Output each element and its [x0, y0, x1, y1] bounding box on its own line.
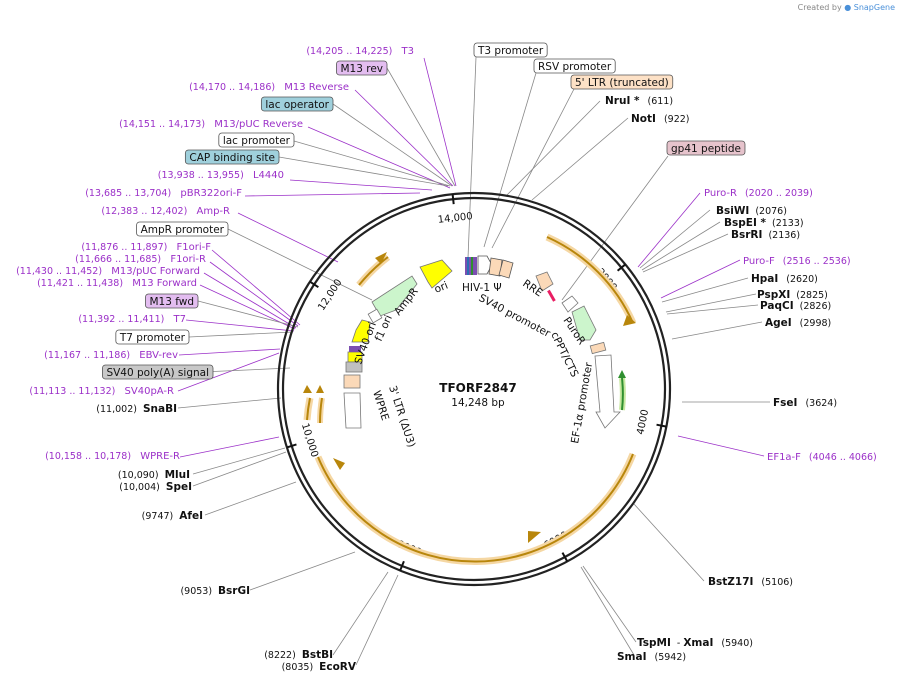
- ruler-label: 4000: [635, 409, 651, 436]
- plasmid-backbone: [276, 191, 672, 587]
- wpre-block: [343, 392, 362, 429]
- right-site-labels: NruI *(611) NotI(922) BsiWI(2076) BspEI …: [605, 95, 837, 663]
- svg-text:5' LTR (truncated): 5' LTR (truncated): [575, 77, 669, 89]
- svg-text:M13 fwd: M13 fwd: [149, 296, 194, 308]
- ruler-tick: [656, 423, 667, 428]
- primer-puro-r: Puro-R(2020 .. 2039): [704, 188, 813, 199]
- primer-ef1a-f: EF1a-F(4046 .. 4066): [767, 452, 877, 463]
- feature-glyphs: [343, 255, 621, 429]
- feature-box-lac-operator: lac operator: [260, 96, 334, 112]
- site-paqci: PaqCI(2826): [760, 300, 831, 312]
- primer-puro-f: Puro-F(2516 .. 2536): [743, 256, 851, 267]
- svg-text:M13 rev: M13 rev: [340, 63, 383, 75]
- primer-t3: (14,205 .. 14,225) T3: [306, 46, 414, 57]
- snapgene-credit: Created by ● SnapGene: [797, 3, 895, 12]
- ruler-label: 10,000: [299, 422, 320, 459]
- primer-m13-forward: (11,421 .. 11,438) M13 Forward: [37, 278, 197, 289]
- ruler-tick: [616, 263, 626, 272]
- left-primer-labels: (14,205 .. 14,225) T3 (14,170 .. 14,186)…: [16, 46, 414, 462]
- ruler-tick: [286, 443, 297, 449]
- feature-box-sv40-poly-a-signal: SV40 poly(A) signal: [102, 364, 214, 380]
- site-mlui: (10,090)MluI: [118, 469, 190, 481]
- feature-box-lac-promoter: lac promoter: [218, 132, 295, 148]
- feature-ori: ori: [433, 280, 450, 296]
- snapgene-logo-icon: ●: [844, 3, 852, 12]
- site-afei: (9747)AfeI: [142, 510, 203, 522]
- primer-pbr322ori-f: (13,685 .. 13,704) pBR322ori-F: [85, 188, 242, 199]
- plasmid-size: 14,248 bp: [451, 397, 505, 409]
- feature-wpre: WPRE: [370, 389, 391, 422]
- primer-m13-reverse: (14,170 .. 14,186) M13 Reverse: [189, 82, 349, 93]
- svg-text:T7 promoter: T7 promoter: [119, 332, 186, 344]
- ruler-tick: [561, 552, 569, 562]
- f1-ori-arrow: [351, 319, 371, 343]
- svg-text:AmpR promoter: AmpR promoter: [141, 224, 225, 236]
- rre-block: [535, 271, 554, 292]
- feature-hiv-psi: HIV-1 Ψ: [462, 282, 502, 294]
- ori-arrow: [419, 259, 453, 289]
- site-smai: SmaI(5942): [617, 651, 686, 663]
- primer-m13-puc-reverse: (14,151 .. 14,173) M13/pUC Reverse: [119, 119, 303, 130]
- site-tspmi-xmai: TspMI-XmaI(5940): [637, 637, 753, 649]
- feature-box-t3-promoter: T3 promoter: [473, 42, 548, 58]
- svg-text:SV40 poly(A) signal: SV40 poly(A) signal: [106, 367, 209, 379]
- svg-text:RSV promoter: RSV promoter: [538, 61, 612, 73]
- right-primer-labels: Puro-R(2020 .. 2039) Puro-F(2516 .. 2536…: [704, 188, 877, 463]
- site-bsrgi: (9053)BsrGI: [180, 585, 250, 597]
- ruler-label: 14,000: [437, 211, 473, 226]
- ruler-tick: [309, 280, 319, 288]
- primer-ebv-rev: (11,167 .. 11,186) EBV-rev: [44, 350, 178, 361]
- orf-arrowheads: [303, 252, 636, 543]
- site-noti: NotI(922): [631, 113, 689, 125]
- ruler-tick: [399, 560, 405, 571]
- site-agei: AgeI(2998): [765, 317, 831, 329]
- feature-box-cap-binding-site: CAP binding site: [184, 149, 280, 165]
- feature-sv40-promoter: SV40 promoter: [477, 292, 553, 340]
- primer-sv40pa-r: (11,113 .. 11,132) SV40pA-R: [29, 386, 174, 397]
- primer-f1ori-r: (11,666 .. 11,685) F1ori-R: [75, 254, 206, 265]
- site-bstz17i: BstZ17I(5106): [708, 576, 793, 588]
- orf-arcs: [303, 233, 637, 566]
- site-fsei: FseI(3624): [773, 397, 837, 409]
- primer-f1ori-f: (11,876 .. 11,897) F1ori-F: [81, 242, 211, 253]
- feature-box-m13-rev: M13 rev: [336, 60, 388, 76]
- site-hpai: HpaI(2620): [751, 273, 818, 285]
- primer-m13-puc-forward: (11,430 .. 11,452) M13/pUC Forward: [16, 266, 200, 277]
- ruler-label: 12,000: [316, 277, 344, 312]
- primer-amp-r: (12,383 .. 12,402) Amp-R: [101, 206, 230, 217]
- site-bsrri: BsrRI(2136): [731, 229, 800, 241]
- svg-text:gp41 peptide: gp41 peptide: [671, 143, 741, 155]
- site-pspxi: PspXI(2825): [757, 289, 828, 301]
- svg-text:lac promoter: lac promoter: [223, 135, 291, 147]
- puror-arrow: [571, 305, 597, 341]
- feature-box-ampr-promoter: AmpR promoter: [136, 221, 229, 237]
- svg-text:T3 promoter: T3 promoter: [477, 45, 544, 57]
- feature-box-gp41-peptide: gp41 peptide: [666, 140, 746, 156]
- feature-sv40-ori: SV40 ori: [353, 320, 379, 366]
- feature-box-5-ltr-truncated: 5' LTR (truncated): [570, 74, 674, 90]
- primer-l4440: (13,938 .. 13,955) L4440: [158, 170, 284, 181]
- feature-box-m13-fwd: M13 fwd: [145, 293, 199, 309]
- site-bsiwi: BsiWI(2076): [716, 205, 787, 217]
- feature-box-rsv-promoter: RSV promoter: [533, 58, 616, 74]
- left-site-labels: (11,002)SnaBI (10,090)MluI (10,004)SpeI …: [96, 403, 357, 673]
- site-nrui: NruI *(611): [605, 95, 673, 107]
- site-bspei: BspEI *(2133): [724, 217, 804, 229]
- svg-text:CAP binding site: CAP binding site: [189, 152, 275, 164]
- svg-text:lac operator: lac operator: [265, 99, 329, 111]
- site-ecorv: (8035)EcoRV: [282, 661, 357, 673]
- site-bstbi: (8222)BstBI: [264, 649, 333, 661]
- primer-t7: (11,392 .. 11,411) T7: [78, 314, 186, 325]
- plasmid-name: TFORF2847: [439, 381, 516, 395]
- ef1a-promoter-arrow: [594, 354, 621, 429]
- feature-box-t7-promoter: T7 promoter: [115, 329, 190, 345]
- site-spei: (10,004)SpeI: [119, 481, 192, 493]
- ruler-tick: [451, 194, 455, 205]
- primer-wpre-r: (10,158 .. 10,178) WPRE-R: [45, 451, 180, 462]
- label-leader-lines: [177, 56, 770, 666]
- site-snabi: (11,002)SnaBI: [96, 403, 177, 415]
